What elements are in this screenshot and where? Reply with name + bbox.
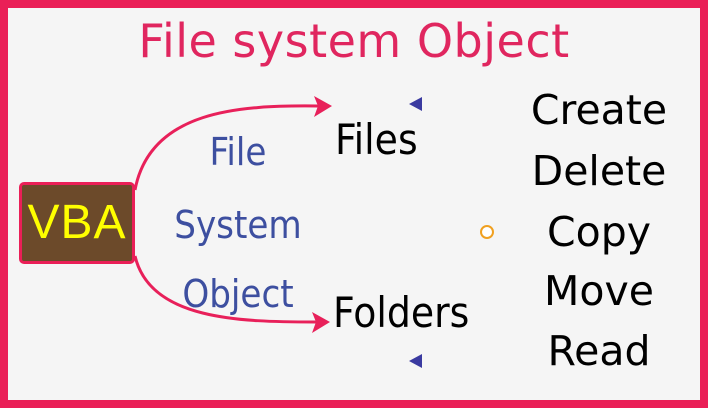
operation-read: Read — [547, 327, 651, 375]
folders-label: Folders — [333, 288, 470, 337]
arrow-to-folders-head — [312, 312, 330, 333]
fso-label-line-1: File — [209, 130, 267, 174]
arrow-to-files-head — [314, 96, 332, 117]
vba-box: VBA — [19, 182, 135, 264]
bracket-top-arrowhead — [409, 97, 422, 111]
bracket-bottom-arrowhead — [409, 354, 422, 368]
bracket-joint-circle — [480, 225, 494, 239]
fso-label-line-2: System — [174, 203, 302, 247]
arrow-to-files — [133, 104, 319, 191]
arrow-to-folders — [133, 255, 317, 324]
fso-label-line-3: Object — [182, 272, 294, 316]
operation-create: Create — [530, 86, 668, 134]
diagram-title: File system Object — [138, 14, 570, 68]
operation-move: Move — [544, 267, 654, 315]
operation-copy: Copy — [546, 208, 651, 256]
files-label: Files — [335, 115, 418, 164]
operation-delete: Delete — [531, 147, 667, 195]
